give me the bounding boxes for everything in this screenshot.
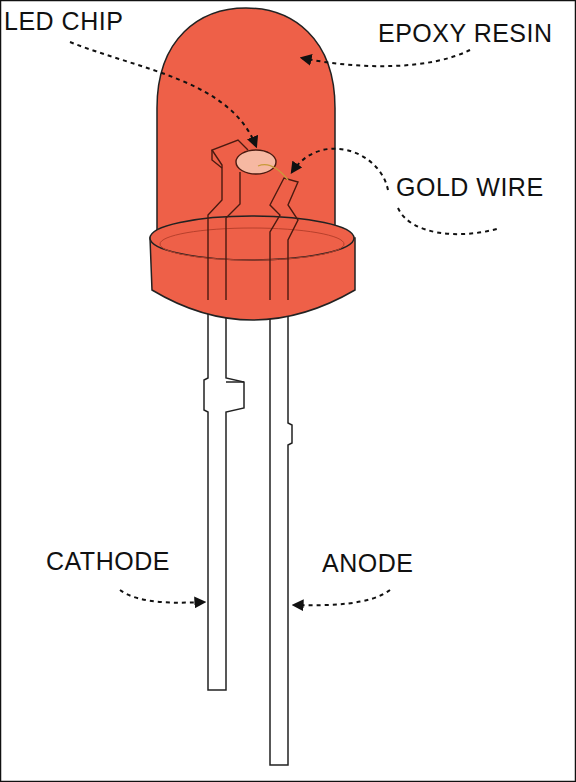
- cathode-lead: [204, 300, 244, 690]
- epoxy-body: [150, 8, 355, 320]
- part-label: EPOXY RESIN: [378, 18, 553, 48]
- led-chip: [236, 150, 276, 174]
- part-label: ANODE: [322, 548, 413, 578]
- part-label: LED CHIP: [4, 6, 123, 36]
- part-label: GOLD WIRE: [396, 172, 544, 202]
- part-label: CATHODE: [46, 546, 170, 576]
- gold-wire: [258, 165, 288, 180]
- anode-lead: [270, 300, 292, 765]
- leader-lines: [70, 42, 500, 605]
- internal-leads: [208, 140, 298, 300]
